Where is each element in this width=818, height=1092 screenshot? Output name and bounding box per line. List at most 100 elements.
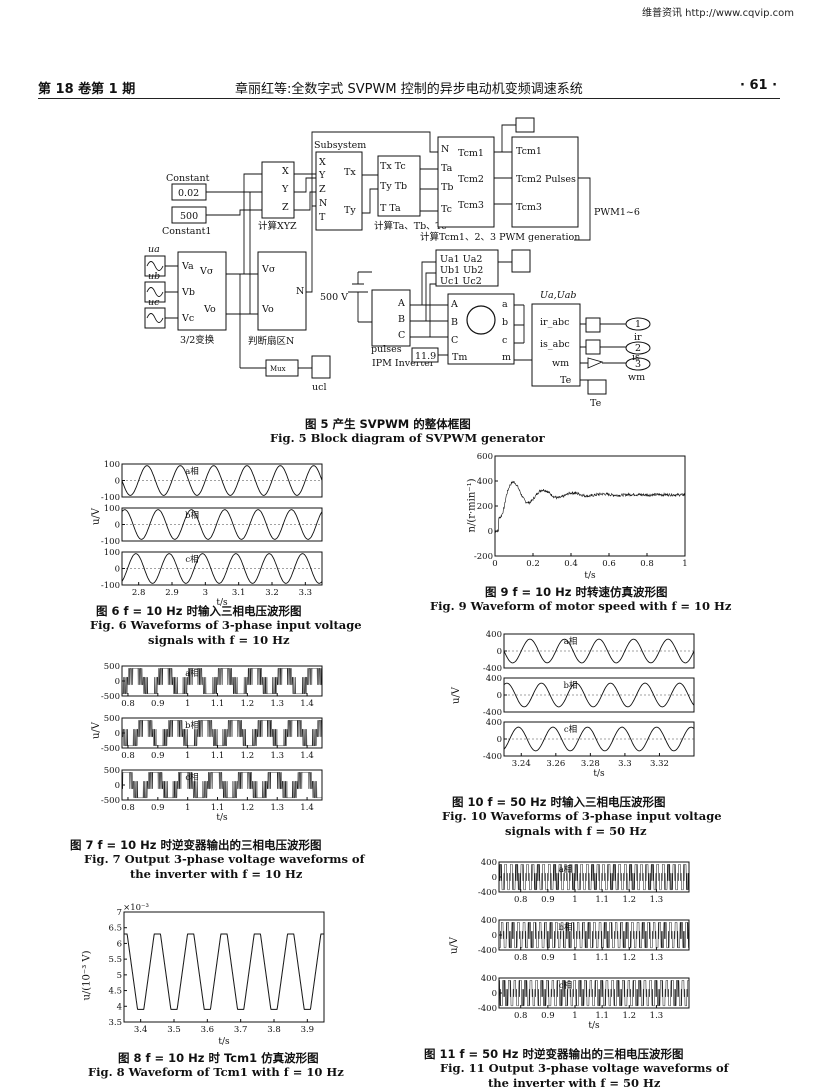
svg-text:T Ta: T Ta <box>380 203 401 214</box>
fig6-panel3-xtick-label: 3.1 <box>232 588 246 598</box>
fig8-scale-note: ×10⁻³ <box>123 903 149 913</box>
fig9-series-speed <box>494 480 686 533</box>
mux-label: Mux <box>270 365 286 373</box>
svg-text:X: X <box>282 166 289 177</box>
fig11-ylabel: u/V <box>449 936 461 955</box>
fig8-caption-en: Fig. 8 Waveform of Tcm1 with f = 10 Hz <box>88 1065 344 1079</box>
fig10-panel2-ytick-label: -400 <box>483 708 502 718</box>
fig6-panel1-ytick-label: -100 <box>101 493 120 503</box>
fig7-panel3-xtick-label: 1.4 <box>300 803 314 813</box>
fig10-panel3-xtick-label: 3.28 <box>581 759 600 769</box>
fig9-xtick-label: 0 <box>492 559 497 569</box>
fig11-panel1-ytick-label: 400 <box>481 858 497 868</box>
svg-text:A: A <box>397 298 405 309</box>
fig8-ytick-label: 4.5 <box>108 987 122 997</box>
fig10-panel2-ytick-label: 400 <box>486 674 502 684</box>
fig11-panel2-xtick-label: 0.8 <box>514 953 528 963</box>
svg-text:Te: Te <box>560 375 572 386</box>
fig10-series-3 <box>503 726 695 752</box>
svg-text:Tcm2 Pulses: Tcm2 Pulses <box>516 174 576 185</box>
fig7-phase-label-1: a相 <box>185 668 199 679</box>
tm-const: 11.9 <box>415 351 436 362</box>
svg-text:C: C <box>398 330 405 341</box>
fig10-panel3-ytick-label: 400 <box>486 718 502 728</box>
fig9-xtick-label: 0.8 <box>640 559 654 569</box>
fig9-xtick-label: 0.6 <box>602 559 616 569</box>
fig7-panel1-ytick-label: 0 <box>115 677 120 687</box>
fig8-ytick-label: 6 <box>117 939 122 949</box>
voltage-meas-block <box>435 249 499 287</box>
fig6-series-1 <box>121 465 323 496</box>
svg-text:Y: Y <box>318 170 326 181</box>
fig10-panel3-xtick-label: 3.32 <box>650 759 669 769</box>
fig11-series-3 <box>499 980 689 1007</box>
svg-text:B: B <box>451 317 458 328</box>
fig10-panel1-ytick-label: 0 <box>497 647 502 657</box>
fig7-panel3-xtick-label: 1 <box>185 803 190 813</box>
fig11-panel3-xtick-label: 1.1 <box>595 1011 609 1021</box>
fig11-caption-en-1: Fig. 11 Output 3-phase voltage waveforms… <box>440 1061 729 1075</box>
fig7-panel2-ytick-label: 0 <box>115 729 120 739</box>
svg-text:Tb: Tb <box>441 182 453 193</box>
fig10-series-2 <box>503 682 695 708</box>
fig11-xlabel: t/s <box>588 1021 600 1031</box>
constant1-value: 500 <box>180 211 198 222</box>
svg-text:Z: Z <box>319 184 326 195</box>
svg-text:A: A <box>450 299 458 310</box>
ub-label: ub <box>148 271 160 282</box>
fig10-series-1 <box>503 638 695 664</box>
fig11-panel1-ytick-label: -400 <box>478 888 497 898</box>
fig10-panel3-xtick-label: 3.3 <box>618 759 632 769</box>
svg-text:Tx Tc: Tx Tc <box>380 161 406 172</box>
fig8-xtick-label: 3.5 <box>167 1025 181 1035</box>
svg-text:N: N <box>319 198 327 209</box>
svg-text:Tcm3: Tcm3 <box>516 202 542 213</box>
svg-text:Z: Z <box>282 202 289 213</box>
svg-text:Va: Va <box>181 261 194 272</box>
svg-text:3: 3 <box>635 359 641 370</box>
measurement-demux <box>531 303 581 387</box>
svg-text:Ua1 Ua2: Ua1 Ua2 <box>440 254 482 265</box>
svg-text:wm: wm <box>552 358 569 369</box>
fig6-panel2-ytick-label: 0 <box>115 521 120 531</box>
fig7-panel1-ytick-label: -500 <box>101 692 120 702</box>
fig8-ytick-label: 5 <box>117 971 122 981</box>
fig7-panel1-xtick-label: 0.9 <box>151 699 165 709</box>
svg-text:a: a <box>502 299 508 310</box>
svg-text:2: 2 <box>635 343 641 354</box>
page-number: · 61 · <box>740 78 778 93</box>
fig7-panel3-ytick-label: -500 <box>101 796 120 806</box>
fig10-panel2-ytick-label: 0 <box>497 691 502 701</box>
fig7-caption-en-1: Fig. 7 Output 3-phase voltage waveforms … <box>84 852 365 866</box>
fig11-panel3-xtick-label: 0.9 <box>541 1011 555 1021</box>
svg-text:Ub1 Ub2: Ub1 Ub2 <box>440 265 483 276</box>
fig6-panel3-xtick-label: 3 <box>203 588 208 598</box>
wm-label: wm <box>628 372 645 383</box>
subsystem-label: Subsystem <box>314 140 366 151</box>
fig11-series-1 <box>498 864 690 891</box>
fig11-panel2-ytick-label: 0 <box>492 931 497 941</box>
sector-block <box>257 251 307 331</box>
fig8-xlabel: t/s <box>218 1037 230 1047</box>
fig7-ylabel: u/V <box>91 721 103 740</box>
fig11-panel3-xtick-label: 1.2 <box>623 1011 637 1021</box>
fig6-xlabel: t/s <box>216 598 228 608</box>
dc-label: 500 V <box>320 292 348 303</box>
fig11-panel1-xtick-label: 1 <box>572 895 577 905</box>
fig7-panel2-xtick-label: 1.1 <box>211 751 225 761</box>
fig10-ylabel: u/V <box>451 686 463 705</box>
fig7-panel1-xtick-label: 1.4 <box>300 699 314 709</box>
svg-text:Vb: Vb <box>181 287 195 298</box>
fig6-panel1-ytick-label: 0 <box>115 477 120 487</box>
fig6-series-2 <box>121 509 323 540</box>
calc-tcm-block <box>437 136 495 228</box>
fig7-panel2-xtick-label: 0.8 <box>121 751 135 761</box>
transform-32-block <box>177 251 227 331</box>
fig7-phase-label-3: c相 <box>185 772 198 783</box>
fig11-panel2-xtick-label: 1.1 <box>595 953 609 963</box>
fig11-caption-en-2: the inverter with f = 50 Hz <box>488 1076 661 1090</box>
fig7-series-1 <box>122 668 323 695</box>
svg-text:Tc: Tc <box>441 204 452 215</box>
te-label: Te <box>590 398 602 409</box>
